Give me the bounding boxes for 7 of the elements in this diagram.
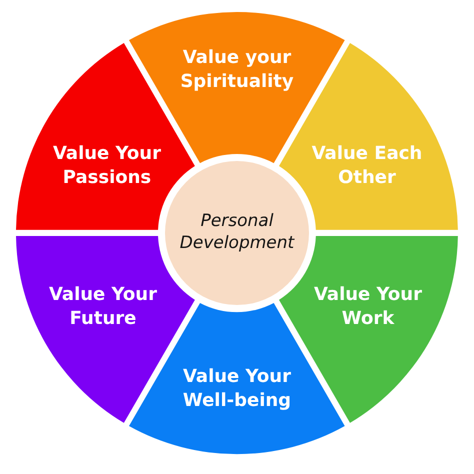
segment-label: Value Your Well-being [182, 364, 292, 413]
segment-label: Value Each Other [310, 142, 423, 190]
segment-label: Value Your Work [313, 283, 422, 331]
segment-label: Value Your Future [48, 283, 158, 331]
center-label: Personal Development [179, 210, 295, 254]
segment-label: Value Your Passions [52, 142, 162, 190]
segment-label: Value your Spirituality [179, 46, 294, 94]
